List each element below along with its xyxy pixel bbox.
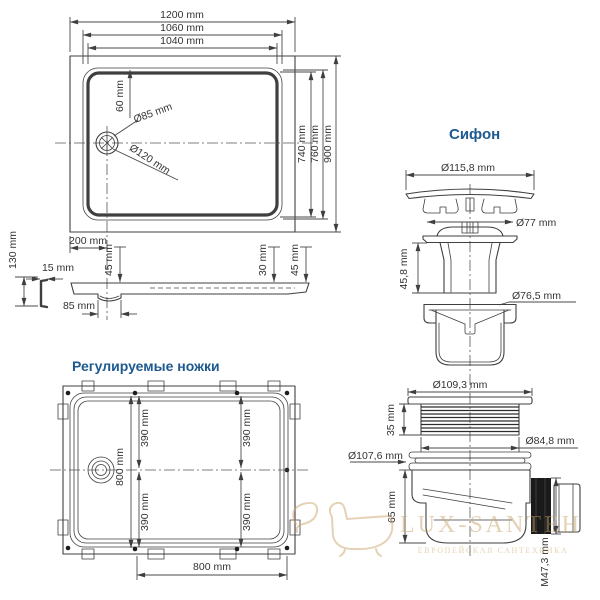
dim-siphon-cup-diameter: Ø76,5 mm (512, 290, 561, 302)
leg-pads (57, 380, 301, 560)
dim-siphon-thread-diameter: Ø84,8 mm (525, 435, 574, 447)
dim-side-drain-offset: 85 mm (63, 300, 95, 312)
dim-side-front-height: 45 mm (103, 244, 115, 276)
watermark: LUX-SANTEH ЕВРОПЕЙСКАЯ САНТЕХНИКА (292, 501, 582, 557)
watermark-brand: LUX-SANTEH (400, 512, 582, 538)
bathtub-logo-icon (292, 501, 394, 557)
dim-side-rear-height: 45 mm (289, 244, 301, 276)
siphon-title: Сифон (449, 126, 500, 143)
dim-siphon-body-flange-diameter: Ø107,6 mm (348, 450, 403, 462)
dim-siphon-ring-diameter: Ø109,3 mm (433, 379, 488, 391)
dim-drain-recess-diameter: Ø120 mm (127, 142, 172, 177)
siphon-cup (423, 303, 517, 366)
dim-tray-rim-depth: 760 mm (309, 125, 321, 163)
dim-tray-outer-width: 1200 mm (160, 9, 204, 21)
dim-drain-top-offset: 60 mm (114, 80, 126, 112)
dim-siphon-body-height: 65 mm (386, 491, 398, 523)
tray-top-view: 1200 mm 1060 mm 1040 mm 60 mm Ø85 mm Ø12… (55, 9, 341, 320)
dim-tray-outer-depth: 900 mm (322, 125, 334, 163)
dim-legs-pitch-top-left: 390 mm (139, 409, 151, 447)
dim-drain-hole-diameter: Ø85 mm (132, 101, 174, 126)
dim-side-mid-height: 30 mm (257, 244, 269, 276)
siphon-cap (405, 188, 535, 214)
dim-legs-span-vertical: 800 mm (114, 448, 126, 486)
drain-symbol (95, 131, 119, 155)
dim-siphon-outlet-thread: M47,3 mm (539, 537, 551, 587)
dim-legs-pitch-top-right: 390 mm (241, 409, 253, 447)
dim-legs-pitch-bottom-left: 390 mm (139, 493, 151, 531)
dim-legs-pitch-bottom-right: 390 mm (241, 493, 253, 531)
siphon-thread-ring (407, 396, 533, 436)
leg-anchor-dots (65, 390, 290, 552)
watermark-tagline: ЕВРОПЕЙСКАЯ САНТЕХНИКА (418, 546, 569, 555)
siphon-upper-body (422, 221, 518, 294)
tray-side-view: 130 mm 15 mm 45 mm 30 mm 45 mm 85 mm (7, 231, 312, 318)
dim-tray-rim-width: 1060 mm (160, 22, 204, 34)
dim-siphon-funnel-height: 45,8 mm (398, 248, 410, 289)
dim-side-total-height: 130 mm (7, 231, 19, 269)
dim-drain-left-offset: 200 mm (69, 235, 107, 247)
dim-side-edge-lip: 15 mm (42, 262, 74, 274)
dim-siphon-cap-diameter: Ø115,8 mm (441, 162, 495, 174)
dim-legs-span-horizontal: 800 mm (193, 561, 231, 573)
adjustable-legs-view: Регулируемые ножки (50, 358, 308, 580)
siphon-trap-body (408, 451, 581, 544)
dim-tray-inner-width: 1040 mm (160, 35, 204, 47)
dim-siphon-thread-height: 35 mm (385, 404, 397, 436)
legs-title: Регулируемые ножки (72, 358, 220, 374)
siphon-exploded-view: Сифон Ø115,8 mm Ø77 mm (348, 126, 581, 587)
dim-tray-inner-depth: 740 mm (296, 125, 308, 163)
dim-siphon-upper-flange-diameter: Ø77 mm (516, 217, 557, 229)
